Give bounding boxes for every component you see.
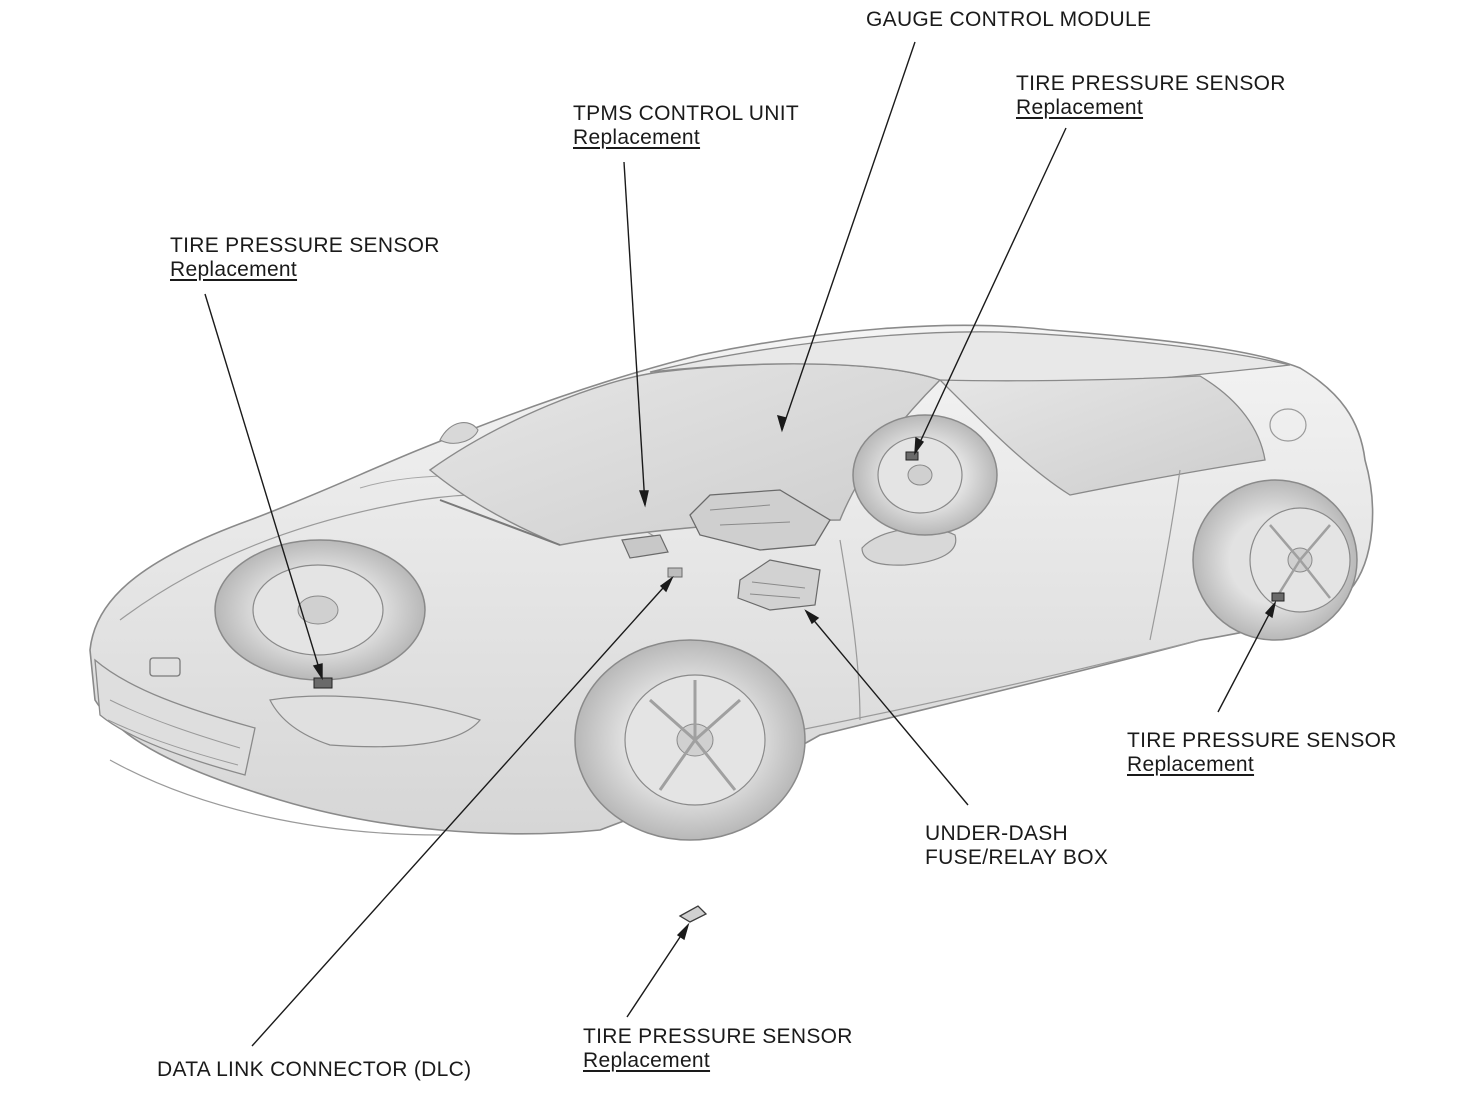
leader-gauge-control-module: [781, 41, 916, 431]
leader-tire-sensor-front-left: [204, 293, 323, 679]
arrow-gauge-control-module: [776, 415, 787, 433]
callout-tire-pressure-sensor-rear-right: TIRE PRESSURE SENSOR Replacement: [1127, 729, 1397, 777]
tire-sensor-markers: [313, 451, 1285, 689]
callout-tire-pressure-sensor-front-left: TIRE PRESSURE SENSOR Replacement: [170, 234, 440, 282]
tpms-control-unit-replacement-link[interactable]: Replacement: [573, 126, 701, 149]
data-link-connector-label: DATA LINK CONNECTOR (DLC): [157, 1058, 472, 1081]
leader-data-link-connector: [251, 577, 673, 1047]
tire-pressure-sensor-rear-left-replacement-link[interactable]: Replacement: [1016, 96, 1144, 119]
arrow-tire-sensor-rear-right: [1264, 600, 1277, 619]
leader-fuse-relay-box: [805, 610, 969, 806]
gauge-control-module-label: GAUGE CONTROL MODULE: [866, 8, 1152, 31]
front-right-wheel: [574, 639, 806, 841]
data-link-connector-part: [667, 567, 683, 578]
arrow-tire-sensor-front-left: [312, 663, 323, 681]
callout-data-link-connector: DATA LINK CONNECTOR (DLC): [157, 1058, 471, 1082]
leader-tpms-control-unit: [623, 161, 646, 506]
tire-pressure-sensor-spare-replacement-link[interactable]: Replacement: [583, 1049, 711, 1072]
arrow-tire-sensor-spare: [676, 922, 690, 941]
tire-pressure-sensor-front-left-label: TIRE PRESSURE SENSOR: [170, 234, 440, 257]
leader-tire-sensor-rear-right: [1217, 602, 1276, 713]
front-left-wheel: [214, 539, 426, 681]
gauge-control-module-part: [689, 489, 831, 551]
tpms-control-unit-label: TPMS CONTROL UNIT: [573, 102, 799, 125]
tire-pressure-sensor-front-left-replacement-link[interactable]: Replacement: [170, 258, 298, 281]
arrow-tire-sensor-rear-left: [914, 436, 925, 456]
callout-gauge-control-module: GAUGE CONTROL MODULE: [866, 8, 1151, 32]
callout-under-dash-fuse-relay-box: UNDER-DASH FUSE/RELAY BOX: [925, 822, 1108, 870]
arrow-fuse-relay-box: [804, 609, 820, 625]
callout-tire-pressure-sensor-rear-left: TIRE PRESSURE SENSOR Replacement: [1016, 72, 1286, 120]
rear-right-wheel: [1192, 479, 1358, 641]
tire-pressure-sensor-rear-right-replacement-link[interactable]: Replacement: [1127, 753, 1255, 776]
leader-tire-sensor-spare: [626, 924, 689, 1018]
under-dash-label: UNDER-DASH: [925, 822, 1069, 845]
rear-left-wheel: [852, 414, 998, 536]
callout-tire-pressure-sensor-spare: TIRE PRESSURE SENSOR Replacement: [583, 1025, 853, 1073]
fuse-relay-box-label: FUSE/RELAY BOX: [925, 846, 1109, 869]
car-body: [89, 324, 1374, 836]
arrow-tpms-control-unit: [639, 490, 649, 508]
tire-pressure-sensor-rear-left-label: TIRE PRESSURE SENSOR: [1016, 72, 1286, 95]
tpms-control-unit-part: [621, 534, 669, 559]
callout-tpms-control-unit: TPMS CONTROL UNIT Replacement: [573, 102, 799, 150]
fuse-relay-box-part: [737, 559, 821, 611]
arrow-data-link-connector: [659, 575, 674, 593]
leader-lines: [204, 41, 1277, 1047]
tire-pressure-sensor-rear-right-label: TIRE PRESSURE SENSOR: [1127, 729, 1397, 752]
spare-tire-pressure-sensor-part: [678, 905, 708, 923]
leader-tire-sensor-rear-left: [914, 127, 1067, 454]
tire-pressure-sensor-spare-label: TIRE PRESSURE SENSOR: [583, 1025, 853, 1048]
